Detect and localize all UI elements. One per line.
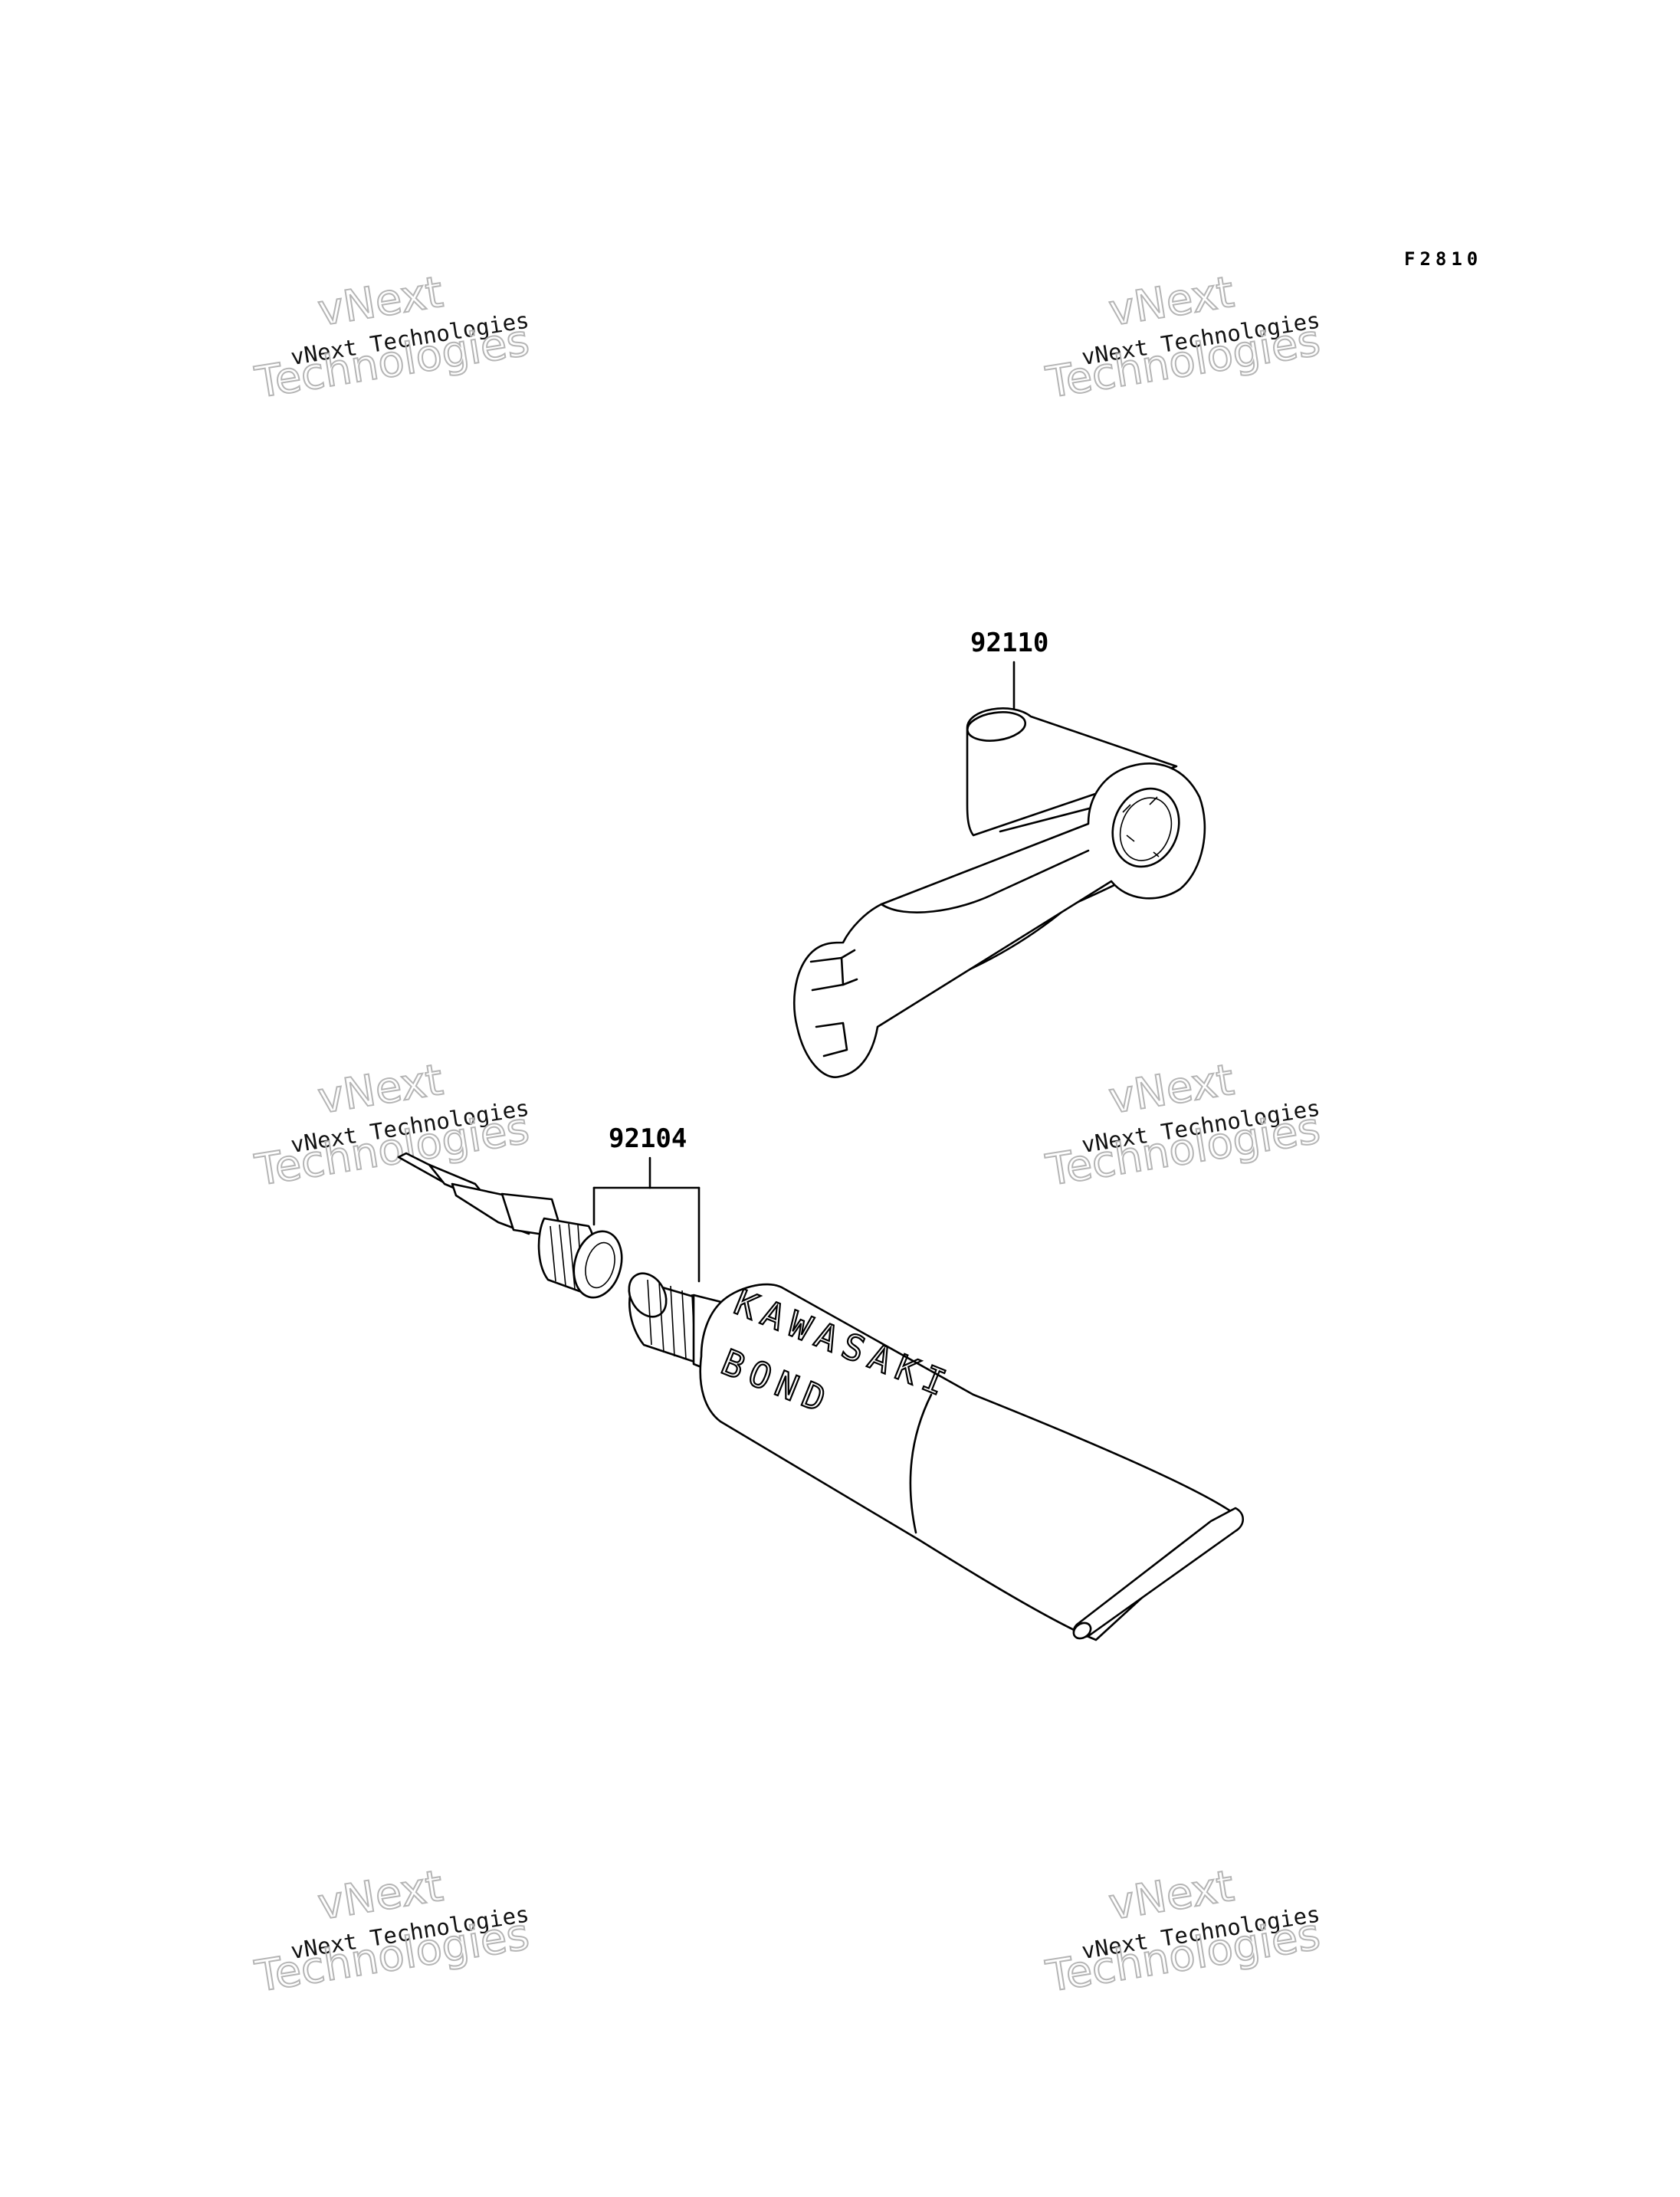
figure-code: F2810 xyxy=(1404,248,1482,270)
nozzle-illustration xyxy=(397,1152,623,1299)
watermark: vNext vNext Technologies Technologies xyxy=(1042,1861,1324,2003)
watermark: vNext vNext Technologies Technologies xyxy=(251,1054,533,1197)
watermark: vNext vNext Technologies Technologies xyxy=(251,1861,533,2003)
part-92104-callout[interactable]: 92104 xyxy=(592,1123,701,1283)
watermark: vNext vNext Technologies Technologies xyxy=(1042,267,1324,409)
part-number-92104[interactable]: 92104 xyxy=(609,1123,687,1154)
part-92110-callout[interactable]: 92110 xyxy=(970,628,1048,710)
watermark: vNext vNext Technologies Technologies xyxy=(251,267,533,409)
spanner-wrench-illustration xyxy=(792,707,1206,1078)
bond-tube-illustration: KAWASAKI BOND xyxy=(628,1272,1245,1641)
part-number-92110[interactable]: 92110 xyxy=(970,628,1048,658)
watermark: vNext vNext Technologies Technologies xyxy=(1042,1054,1324,1197)
